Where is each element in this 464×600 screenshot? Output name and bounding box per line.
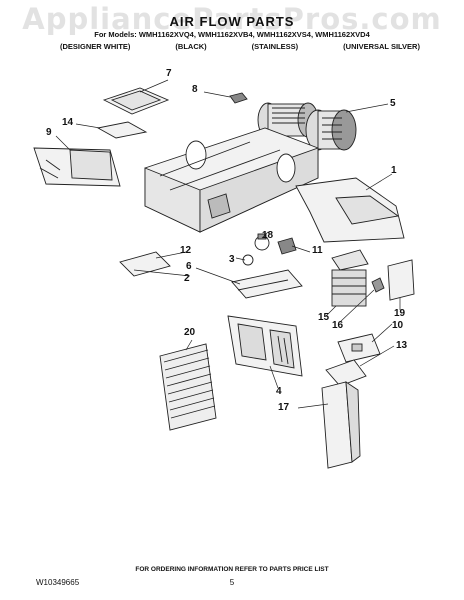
part-connector — [229, 92, 248, 104]
finish-universal-silver: (UNIVERSAL SILVER) — [343, 42, 420, 51]
callout-6: 6 — [186, 261, 192, 272]
watermark: AppliancePartsPros.com — [22, 2, 442, 36]
part-thermal-cutout — [277, 237, 297, 255]
callout-11: 11 — [312, 245, 323, 256]
part-bracket — [387, 259, 415, 301]
part-plate — [231, 269, 303, 299]
part-light-cover — [119, 251, 171, 277]
part-blower-motor — [257, 102, 357, 151]
callout-3: 3 — [229, 254, 235, 265]
callout-13: 13 — [396, 340, 408, 351]
part-filter-panel — [102, 87, 170, 115]
callout-1: 1 — [391, 165, 397, 176]
finish-black: (BLACK) — [175, 42, 207, 51]
part-lamp — [242, 254, 254, 266]
ordering-note: FOR ORDERING INFORMATION REFER TO PARTS … — [135, 566, 329, 573]
callout-8: 8 — [192, 84, 198, 95]
part-lamp-socket — [254, 233, 270, 251]
model-list: For Models: WMH1162XVQ4, WMH1162XVB4, WM… — [94, 30, 370, 39]
part-damper — [96, 121, 148, 139]
callout-15: 15 — [318, 312, 330, 323]
page-number: 5 — [229, 578, 235, 587]
finish-stainless: (STAINLESS) — [251, 42, 299, 51]
part-mounting-bracket — [325, 359, 367, 387]
part-transformer — [331, 249, 369, 307]
callout-7: 7 — [166, 68, 172, 79]
callout-18: 18 — [262, 230, 274, 241]
document-number: W10349665 — [36, 578, 80, 587]
callout-4: 4 — [276, 386, 282, 397]
callout-20: 20 — [184, 327, 196, 338]
callout-9: 9 — [46, 127, 52, 138]
part-side-duct — [33, 147, 121, 187]
callout-19: 19 — [394, 308, 406, 319]
callout-10: 10 — [392, 320, 404, 331]
part-grille — [159, 343, 217, 431]
callout-14: 14 — [62, 117, 74, 128]
finish-designer-white: (DESIGNER WHITE) — [60, 42, 131, 51]
callout-12: 12 — [180, 245, 192, 256]
part-rear-duct — [295, 177, 405, 243]
callout-17: 17 — [278, 402, 290, 413]
callout-5: 5 — [390, 98, 396, 109]
part-vent-frame — [227, 315, 303, 377]
callout-2: 2 — [184, 273, 190, 284]
page-title: AIR FLOW PARTS — [169, 14, 295, 29]
part-duct-adapter — [321, 381, 361, 469]
finish-list: (DESIGNER WHITE) (BLACK) (STAINLESS) (UN… — [60, 42, 420, 51]
part-base-housing — [144, 127, 319, 233]
part-clip — [371, 277, 385, 293]
callout-16: 16 — [332, 320, 344, 331]
